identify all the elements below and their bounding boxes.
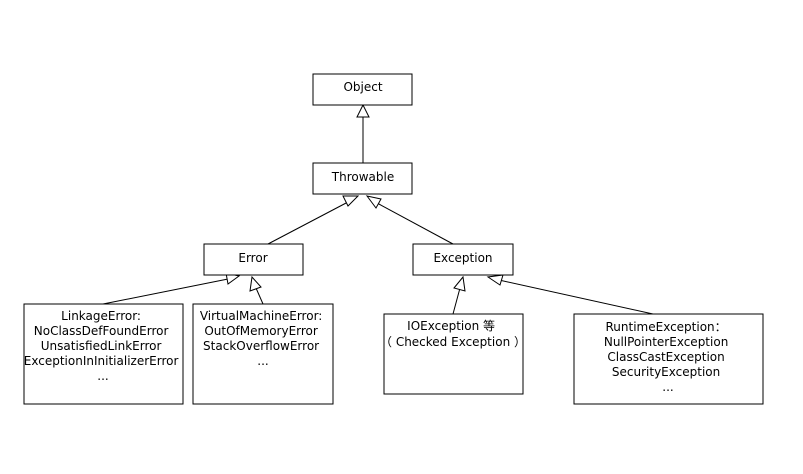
runtime-exception-line: ClassCastException (607, 350, 724, 364)
svg-text:IOException 等 （ Checked: IOException 等 （ Checked Exception ） (380, 319, 526, 349)
virtual-machine-error-node: VirtualMachineError: OutOfMemoryError St… (192, 303, 334, 405)
throwable-node-line: Throwable (331, 170, 394, 184)
exception-node: Exception (412, 243, 514, 276)
edge-error-to-throwable (267, 195, 360, 245)
io-exception-line: （ Checked Exception ） (380, 335, 526, 349)
edge-linkage-error-to-error (102, 272, 241, 305)
exception-node-line: Exception (433, 251, 492, 265)
linkage-error-line: UnsatisfiedLinkError (41, 339, 162, 353)
virtual-machine-error-line: StackOverflowError (203, 339, 319, 353)
runtime-exception-line: NullPointerException (604, 335, 728, 349)
error-node-line: Error (238, 251, 267, 265)
io-exception-node: IOException 等 （ Checked Exception ） (380, 313, 526, 395)
svg-text:Object: Object (343, 80, 382, 94)
linkage-error-line: NoClassDefFoundError (34, 324, 169, 338)
linkage-error-node: LinkageError: NoClassDefFoundError Unsat… (23, 303, 184, 405)
edge-throwable-to-object (356, 103, 370, 163)
runtime-exception-line: RuntimeException： (605, 320, 726, 334)
linkage-error-line: ... (97, 369, 108, 383)
object-node-line: Object (343, 80, 382, 94)
runtime-exception-line: SecurityException (612, 365, 720, 379)
svg-text:Exception: Exception (433, 251, 492, 265)
virtual-machine-error-line: VirtualMachineError: (200, 309, 323, 323)
svg-text:LinkageError: NoClassDef: LinkageError: NoClassDefFoundError Unsat… (24, 309, 182, 383)
edge-virtual-machine-error-to-error (249, 275, 264, 305)
svg-text:Throwable: Throwable (331, 170, 394, 184)
edge-io-exception-to-exception (452, 275, 466, 315)
svg-text:VirtualMachineError: Out: VirtualMachineError: OutOfMemoryError St… (200, 309, 326, 368)
io-exception-line: IOException 等 (407, 319, 495, 333)
runtime-exception-node: RuntimeException： NullPointerException C… (573, 313, 764, 405)
error-node: Error (203, 243, 304, 276)
virtual-machine-error-line: ... (257, 354, 268, 368)
throwable-node: Throwable (312, 162, 413, 195)
object-node: Object (312, 73, 413, 106)
edge-exception-to-throwable (365, 195, 454, 245)
linkage-error-line: ExceptionInInitializerError (24, 354, 179, 368)
svg-text:RuntimeException： NullPo: RuntimeException： NullPointerException C… (604, 320, 732, 394)
edge-runtime-exception-to-exception (486, 274, 654, 315)
runtime-exception-line: ... (662, 380, 673, 394)
virtual-machine-error-line: OutOfMemoryError (204, 324, 318, 338)
svg-text:Error: Error (238, 251, 267, 265)
linkage-error-line: LinkageError: (61, 309, 141, 323)
